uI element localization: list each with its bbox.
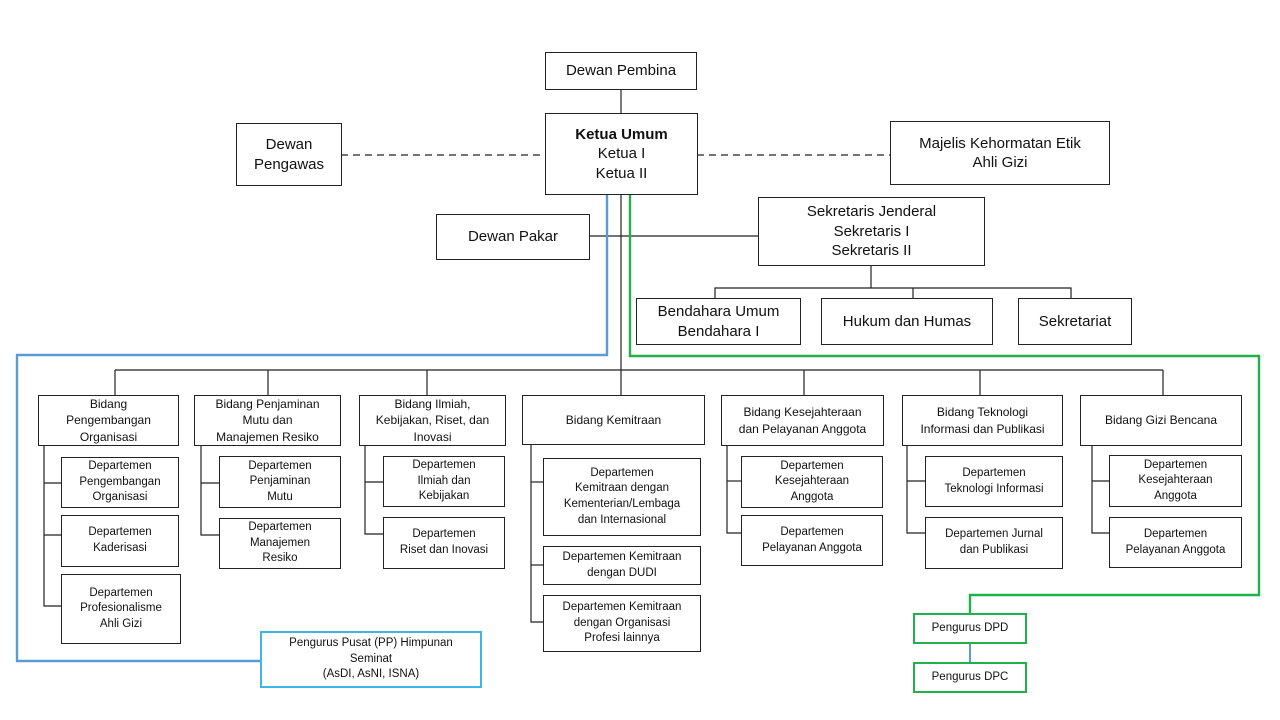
dept-kemitraan-dudi: Departemen Kemitraan dengan DUDI: [543, 546, 701, 585]
dept-teknologi-informasi: Departemen Teknologi Informasi: [925, 456, 1063, 507]
box-sekretaris: Sekretaris Jenderal Sekretaris I Sekreta…: [758, 197, 985, 266]
green-connector: [628, 194, 1261, 613]
dept-pelayanan-anggota: Departemen Pelayanan Anggota: [741, 515, 883, 566]
dept-kesejahteraan-anggota: Departemen Kesejahteraan Anggota: [741, 456, 883, 508]
line-sekretaris-branches: [714, 287, 1072, 298]
dept-kaderisasi: Departemen Kaderisasi: [61, 515, 179, 567]
dept-kemitraan-organisasi: Departemen Kemitraan dengan Organisasi P…: [543, 595, 701, 652]
dept-gizi-kesejahteraan-anggota: Departemen Kesejahteraan Anggota: [1109, 455, 1242, 507]
dept-pengembangan-organisasi: Departemen Pengembangan Organisasi: [61, 457, 179, 508]
bidang-ilmiah: Bidang Ilmiah, Kebijakan, Riset, dan Ino…: [359, 395, 506, 446]
bidang-penjaminan-mutu: Bidang Penjaminan Mutu dan Manajemen Res…: [194, 395, 341, 446]
dept-profesionalisme: Departemen Profesionalisme Ahli Gizi: [61, 574, 181, 644]
box-ketua: Ketua Umum Ketua I Ketua II: [545, 113, 698, 195]
bidang-kesejahteraan: Bidang Kesejahteraan dan Pelayanan Anggo…: [721, 395, 884, 446]
dept-riset-inovasi: Departemen Riset dan Inovasi: [383, 517, 505, 569]
dept-kemitraan-kementerian: Departemen Kemitraan dengan Kementerian/…: [543, 458, 701, 536]
box-pengurus-pusat: Pengurus Pusat (PP) Himpunan Seminat (As…: [260, 631, 482, 688]
dept-manajemen-resiko: Departemen Manajemen Resiko: [219, 518, 341, 569]
blue-connector: [15, 194, 609, 663]
bidang-kemitraan: Bidang Kemitraan: [522, 395, 705, 445]
dept-ilmiah-kebijakan: Departemen Ilmiah dan Kebijakan: [383, 456, 505, 507]
box-dewan-pengawas: Dewan Pengawas: [236, 123, 342, 186]
conn-b4: [530, 444, 543, 623]
conn-b2: [200, 445, 219, 536]
dept-penjaminan-mutu: Departemen Penjaminan Mutu: [219, 456, 341, 508]
bidang-teknologi: Bidang Teknologi Informasi dan Publikasi: [902, 395, 1063, 446]
bidang-pengembangan-organisasi: Bidang Pengembangan Organisasi: [38, 395, 179, 446]
conn-b7: [1091, 445, 1109, 534]
ketua-lines: Ketua I Ketua II: [595, 145, 648, 182]
box-bendahara: Bendahara Umum Bendahara I: [636, 298, 801, 345]
dept-jurnal-publikasi: Departemen Jurnal dan Publikasi: [925, 517, 1063, 569]
box-hukum-humas: Hukum dan Humas: [821, 298, 993, 345]
box-pengurus-dpd: Pengurus DPD: [913, 613, 1027, 644]
conn-b3: [364, 445, 383, 535]
ketua-umum-label: Ketua Umum: [575, 125, 668, 143]
box-pengurus-dpc: Pengurus DPC: [913, 662, 1027, 693]
dept-gizi-pelayanan-anggota: Departemen Pelayanan Anggota: [1109, 517, 1242, 568]
box-majelis: Majelis Kehormatan Etik Ahli Gizi: [890, 121, 1110, 185]
bidang-gizi-bencana: Bidang Gizi Bencana: [1080, 395, 1242, 446]
box-dewan-pembina: Dewan Pembina: [545, 52, 697, 90]
box-sekretariat: Sekretariat: [1018, 298, 1132, 345]
box-dewan-pakar: Dewan Pakar: [436, 214, 590, 260]
conn-b6: [906, 445, 925, 534]
conn-b1: [43, 445, 61, 607]
conn-b5: [726, 445, 741, 534]
